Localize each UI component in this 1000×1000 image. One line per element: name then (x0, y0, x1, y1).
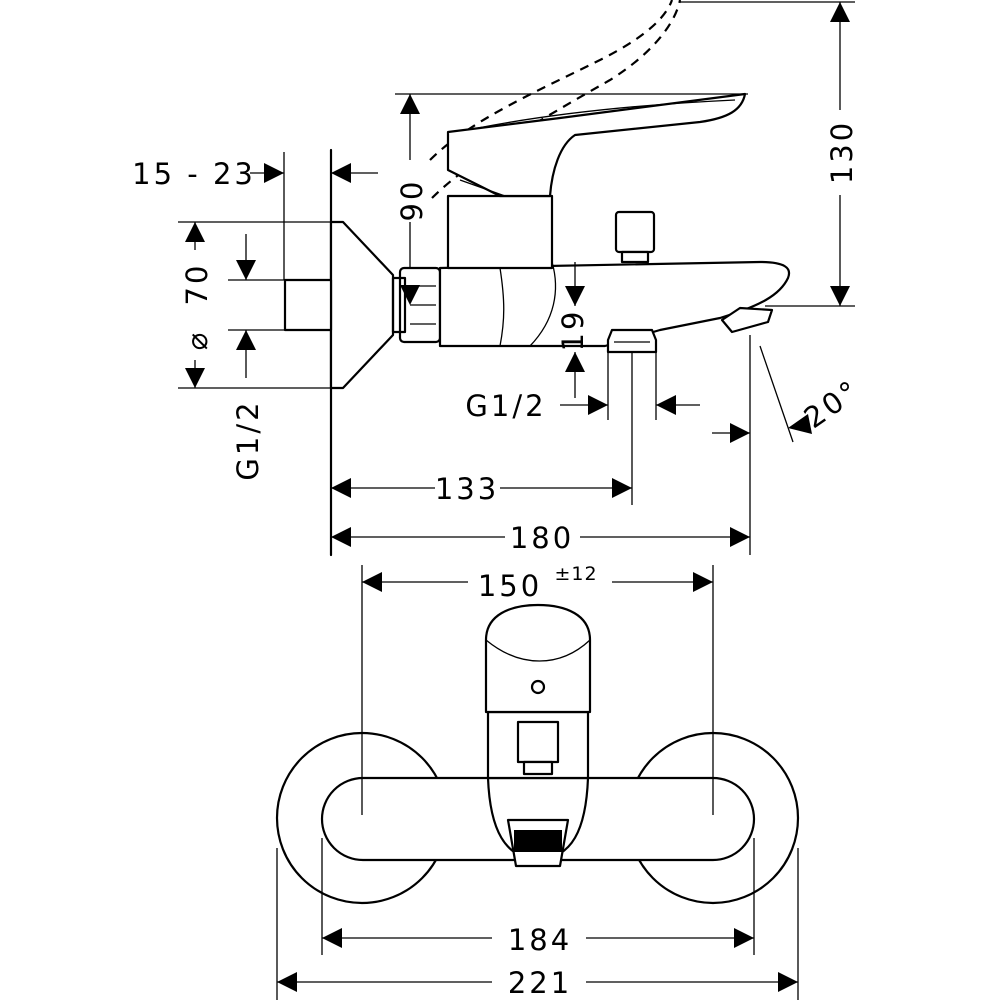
dim-handle-clearance: 90 (395, 179, 429, 222)
arrow-head (236, 260, 256, 280)
lever-contour (485, 639, 591, 662)
arrow-head (730, 423, 750, 443)
front-view-dimensions: 150 ±12 184 221 (276, 563, 799, 1000)
arrow-head (331, 163, 351, 183)
dim-wall-gap: 15 - 23 (132, 157, 256, 191)
diverter-knob (614, 210, 656, 254)
body-seam (529, 261, 557, 347)
arrow-head (400, 285, 420, 305)
outlet-aerator (514, 830, 562, 852)
lever-front (484, 603, 592, 714)
dim-inlet-thread: G1/2 (231, 399, 265, 480)
arrow-head (830, 286, 850, 306)
cartridge-column (446, 194, 554, 270)
arrow-head (277, 972, 297, 992)
diameter-symbol: ⌀ (180, 330, 214, 350)
shower-outlet (720, 306, 774, 334)
diverter-stem (620, 250, 650, 264)
arrow-head (588, 395, 608, 415)
lever-screw (530, 679, 546, 695)
arrow-head (264, 163, 284, 183)
nut-collar (391, 276, 407, 334)
arrow-head (185, 222, 205, 242)
mixer-body (438, 260, 791, 348)
diverter-knob-front (516, 720, 560, 764)
raised-handle-outline (429, 0, 674, 161)
side-view (283, 0, 794, 557)
rosette (329, 220, 395, 390)
arrow-head (400, 94, 420, 114)
arrow-head (778, 972, 798, 992)
dim-height: 130 (825, 120, 859, 184)
lever-highlight (477, 99, 736, 129)
arrow-head (656, 395, 676, 415)
side-view-dimensions: 130 90 15 - 23 70 ⌀ G1/2 (132, 1, 867, 555)
dim-spout-drop: 19 (556, 309, 590, 352)
dim-total-width: 221 (508, 966, 572, 1000)
dim-centers-tolerance: ±12 (554, 563, 597, 585)
arrow-head (830, 2, 850, 22)
arrow-head (612, 478, 632, 498)
arrow-head (565, 286, 585, 306)
arrow-head (734, 928, 754, 948)
lever-handle (446, 92, 747, 198)
inlet-pipe (283, 278, 333, 332)
spout-outlet (606, 328, 658, 354)
arrow-head (693, 572, 713, 592)
dim-spout-reach: 133 (435, 472, 499, 506)
arrow-head (788, 414, 812, 434)
dim-centers: 150 (478, 569, 542, 603)
angle-line (759, 345, 794, 443)
dim-body-width: 184 (508, 923, 572, 957)
body-seam (499, 267, 505, 347)
arrow-head (185, 368, 205, 388)
dim-rosette-diameter: 70 (180, 263, 214, 306)
dim-total-depth: 180 (510, 521, 574, 555)
arrow-head (331, 478, 351, 498)
arrow-head (236, 330, 256, 350)
arrow-head (565, 352, 585, 372)
arrow-head (362, 572, 382, 592)
raised-handle-outline-inner (431, 0, 682, 199)
arrow-head (322, 928, 342, 948)
diverter-stem-front (522, 760, 554, 776)
front-view (275, 603, 800, 905)
lever-edge (459, 179, 506, 197)
arrow-head (331, 527, 351, 547)
arrow-head (730, 527, 750, 547)
dim-outlet-thread: G1/2 (465, 389, 546, 423)
